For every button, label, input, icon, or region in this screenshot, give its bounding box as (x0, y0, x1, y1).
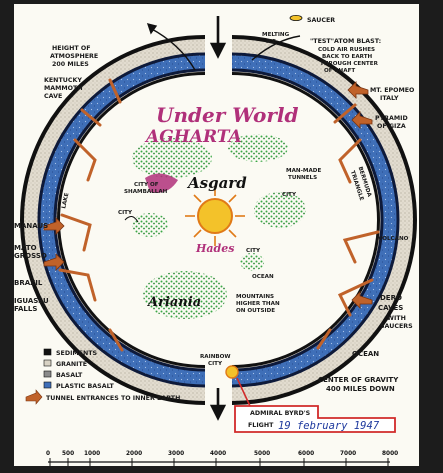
crust-right (231, 35, 417, 405)
label-mountains-3: ON OUTSIDE (236, 308, 275, 314)
label-ocean-outer: OCEAN (352, 350, 379, 358)
label-mato-1: MATO (14, 244, 37, 252)
scale-tick-9: 8000 (382, 451, 398, 457)
byrd-line2: FLIGHT (248, 422, 274, 429)
region-asgard: Asgard (186, 174, 247, 192)
label-ocean-inner: OCEAN (252, 274, 274, 280)
label-man-made-1: MAN-MADE (286, 168, 321, 174)
label-iguassu-1: IGUASSU (14, 297, 49, 305)
label-melting-ice-2: ICE (266, 39, 276, 45)
saucer-icon (289, 14, 303, 21)
label-iguassu-2: FALLS (14, 305, 37, 313)
legend-label-plastic-basalt: PLASTIC BASALT (56, 383, 115, 390)
crust-left (20, 35, 206, 405)
scale-tick-8: 7000 (340, 451, 356, 457)
region-ariania: Ariania (146, 295, 201, 310)
scale-tick-5: 4000 (210, 451, 226, 457)
label-brazil: BRAZIL (14, 279, 43, 287)
label-mato-2: GROSSO (14, 252, 47, 260)
label-epomeo-2: ITALY (380, 95, 399, 102)
label-gravity-2: 400 MILES DOWN (326, 385, 395, 393)
byrd-line1: ADMIRAL BYRD'S (250, 410, 311, 417)
polar-arrows (209, 16, 227, 421)
label-dero-1: DERO (380, 294, 402, 302)
label-atom-5: OF SHAFT (324, 68, 355, 74)
label-volcano: VOLCANO (378, 236, 409, 242)
atom-blast-arrows (146, 23, 301, 71)
scale-tick-4: 3000 (168, 451, 184, 457)
label-kentucky-3: CAVE (44, 93, 62, 100)
rainbow-city-sun (225, 365, 239, 379)
label-kentucky-1: KENTUCKY (44, 77, 82, 84)
label-dero-3: WITH (387, 315, 406, 322)
legend-label-basalt: BASALT (56, 372, 83, 379)
label-gravity-1: CENTER OF GRAVITY (318, 376, 399, 384)
scale-tick-3: 2000 (126, 451, 142, 457)
label-city-center: CITY (246, 248, 261, 254)
label-atom-1: "TEST"ATOM BLAST: (310, 38, 381, 45)
label-city-left: CITY (118, 210, 133, 216)
region-hades: Hades (195, 242, 234, 255)
label-city-right: CITY (282, 192, 297, 198)
label-height-1: HEIGHT OF (52, 45, 91, 52)
label-dero-4: SAUCERS (380, 323, 413, 330)
label-epomeo-1: MT. EPOMEO (370, 87, 415, 94)
scale-tick-6: 5000 (254, 451, 270, 457)
legend-label-granite: GRANITE (56, 361, 87, 368)
label-shamballah-1: CITY OF (134, 182, 159, 188)
label-atom-3: BACK TO EARTH (322, 54, 373, 60)
legend-swatch-plastic-basalt (43, 381, 52, 389)
legend-swatch-granite (43, 359, 52, 367)
legend-tunnel-label: TUNNEL ENTRANCES TO INNER EARTH (46, 395, 180, 402)
label-atom-2: COLD AIR RUSHES (318, 47, 375, 53)
scale-tick-7: 6000 (298, 451, 314, 457)
central-sun (185, 186, 245, 246)
title-under-world: Under World (156, 103, 298, 127)
label-shamballah-2: SHAMBALLAH (124, 189, 168, 195)
inner-land (124, 134, 306, 319)
label-pyramid-1: PYRAMID (375, 115, 408, 122)
byrd-date: 19 february 1947 (278, 420, 380, 432)
scale-tick-0: 0 (46, 451, 50, 457)
label-manaus: MANAUS (14, 222, 48, 230)
label-rainbow-2: CITY (208, 361, 223, 367)
label-mountains-1: MOUNTAINS (236, 294, 274, 300)
scale-tick-1: 500 (62, 451, 74, 457)
label-lake: LAKE (61, 192, 70, 209)
distance-scale: 0 500 1000 2000 3000 4000 5000 6000 7000… (46, 451, 398, 466)
legend-tunnel-arrow-icon (25, 389, 43, 405)
label-height-2: ATMOSPHERE (50, 53, 98, 60)
label-atom-4: THROUGH CENTER (320, 61, 379, 67)
legend-swatch-basalt (43, 370, 52, 378)
label-pyramid-2: OF GIZA (377, 123, 406, 130)
label-rainbow-1: RAINBOW (200, 354, 231, 360)
scale-tick-2: 1000 (84, 451, 100, 457)
label-dero-2: CAVES (378, 304, 403, 312)
byrd-callout: ADMIRAL BYRD'S FLIGHT 19 february 1947 (234, 377, 396, 433)
legend: SEDIMENTS GRANITE BASALT PLASTIC BASALT … (25, 348, 180, 405)
tunnel-entrance-arrows (43, 81, 373, 309)
label-man-made-2: TUNNELS (288, 175, 317, 181)
label-melting-ice-1: MELTING (262, 32, 290, 38)
tunnel-network (58, 78, 380, 352)
label-height-3: 200 MILES (52, 61, 89, 68)
title-agharta: AGHARTA (144, 127, 242, 147)
label-kentucky-2: MAMMOTH (44, 85, 83, 92)
legend-swatch-sediments (43, 348, 52, 356)
legend-label-sediments: SEDIMENTS (56, 350, 98, 357)
label-saucer: SAUCER (307, 17, 335, 24)
label-mountains-2: HIGHER THAN (236, 301, 280, 307)
